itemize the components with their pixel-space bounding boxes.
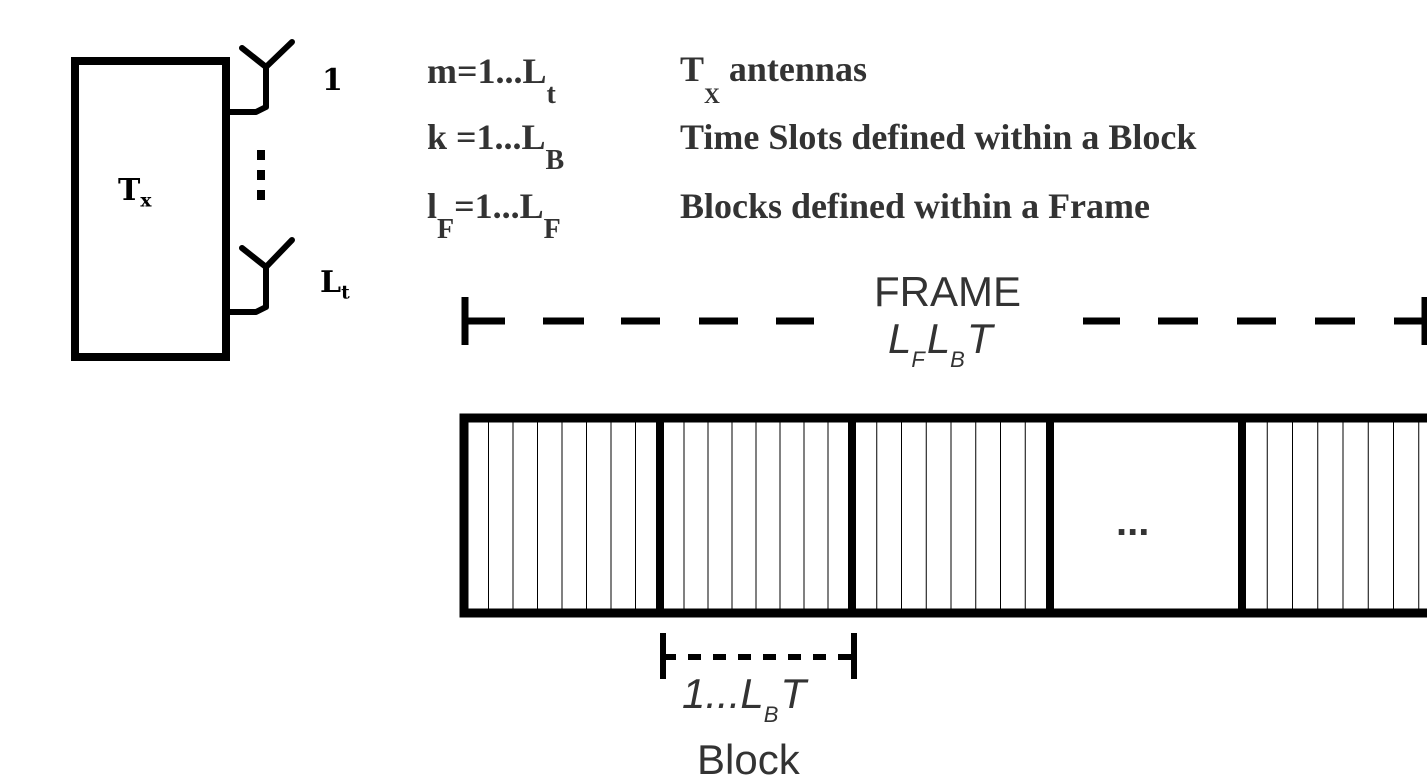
legend-symbol-slots: k =1...LB xyxy=(427,116,564,176)
transmitter-label-main: T xyxy=(118,173,141,208)
legend-symbol-text: k =1...L xyxy=(427,117,546,157)
antenna-1-icon xyxy=(211,39,295,115)
legend-symbol-antennas: m=1...Lt xyxy=(427,50,556,110)
frame-symbol-b-sub: B xyxy=(950,347,965,372)
block-symbol-post: T xyxy=(780,670,807,717)
timeline-ellipsis: ... xyxy=(1116,500,1150,544)
block-label: Block xyxy=(697,736,800,783)
legend-symbol-sub: B xyxy=(545,145,565,176)
legend-symbol-sub: t xyxy=(546,79,556,110)
antenna-last-label: Lt xyxy=(320,265,350,304)
antenna-last-label-sub: t xyxy=(341,282,350,304)
legend-symbol-text: =1...L xyxy=(454,186,544,226)
antenna-ellipsis-icon xyxy=(257,150,265,200)
legend-desc-sub: X xyxy=(704,83,720,108)
transmitter-box xyxy=(71,57,230,361)
legend-desc-blocks: Blocks defined within a Frame xyxy=(680,186,1151,226)
legend-desc-antennas: TX antennas xyxy=(680,48,867,108)
frame-symbol-a: L xyxy=(888,315,912,362)
block-symbol-pre: 1...L xyxy=(682,670,764,717)
frame-duration-symbol: LFLBT xyxy=(888,315,993,372)
timeline-outline xyxy=(459,413,1427,618)
legend-desc-main: T xyxy=(680,49,705,89)
frame-symbol-a-sub: F xyxy=(911,347,925,372)
legend-symbol-pre: l xyxy=(427,186,438,226)
frame-title: FRAME xyxy=(874,268,1021,315)
legend-symbol-pre-sub: F xyxy=(437,214,455,245)
legend-symbol-text: m=1...L xyxy=(427,51,547,91)
antenna-last-icon xyxy=(211,237,295,315)
legend-symbol-blocks: lF=1...LF xyxy=(427,185,561,245)
transmitter-label-sub: x xyxy=(140,190,152,212)
frame-symbol-c: T xyxy=(966,315,993,362)
antenna-last-label-main: L xyxy=(320,265,342,300)
timeline-bar xyxy=(459,413,1427,618)
block-duration-symbol: 1...LBT xyxy=(682,670,807,727)
block-symbol-sub: B xyxy=(763,702,779,727)
legend-desc-rest: antennas xyxy=(728,49,867,89)
block-dimension-line xyxy=(660,633,857,679)
legend-symbol-sub: F xyxy=(543,214,561,245)
frame-dimension-line xyxy=(461,297,1427,345)
legend-desc-slots: Time Slots defined within a Block xyxy=(680,117,1197,157)
antenna-first-label: 1 xyxy=(322,63,343,98)
transmitter-label: Tx xyxy=(118,173,151,212)
frame-symbol-b: L xyxy=(926,315,951,362)
